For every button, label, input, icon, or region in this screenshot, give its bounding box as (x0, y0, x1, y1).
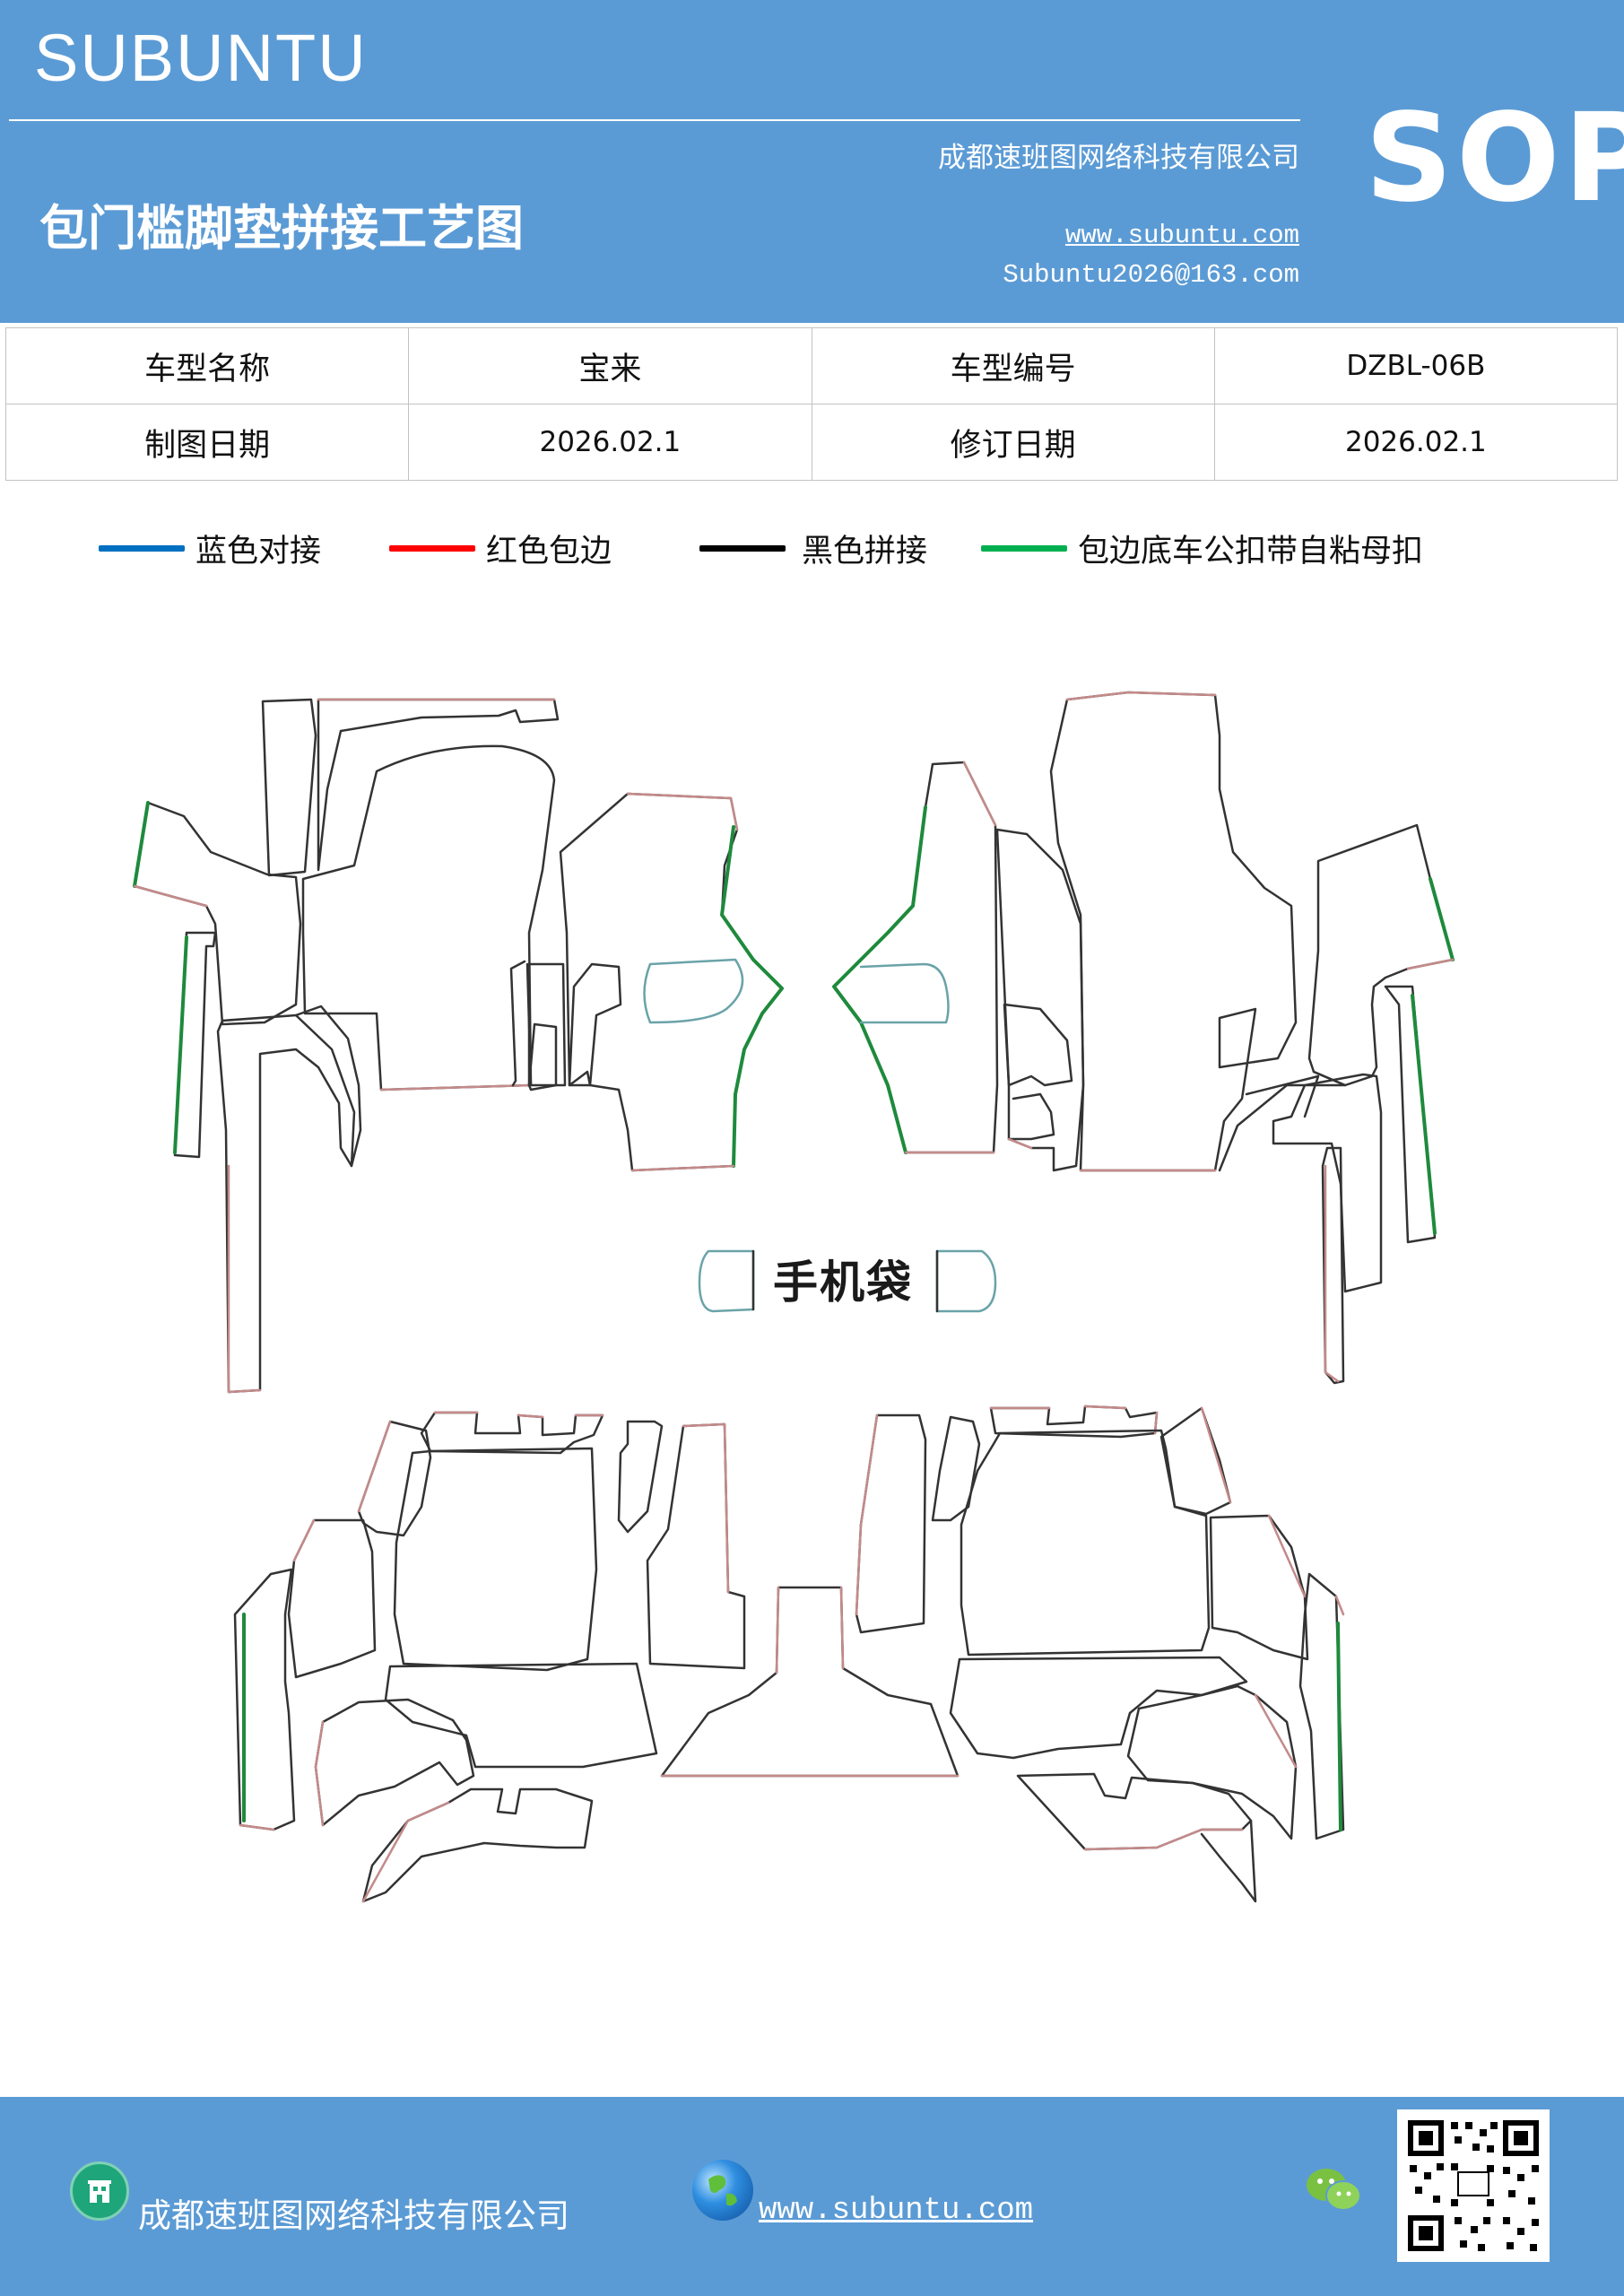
footer-website-link[interactable]: www.subuntu.com (759, 2194, 1034, 2228)
document-title: 包门槛脚垫拼接工艺图 (39, 200, 524, 257)
qr-code (1397, 2109, 1550, 2262)
model-code-value: DZBL-06B (1213, 327, 1619, 404)
draw-date-label: 制图日期 (4, 404, 410, 481)
header-company-name: 成都速班图网络科技有限公司 (938, 142, 1299, 174)
legend-green-label: 包边底车公扣带自粘母扣 (1078, 533, 1424, 570)
legend-red-label: 红色包边 (486, 533, 612, 570)
front-left-mat (133, 698, 784, 1394)
legend-black-swatch (699, 544, 786, 552)
rear-left-mat (233, 1411, 746, 1903)
header-email[interactable]: Subuntu2026@163.com (1003, 260, 1299, 290)
legend-blue: 蓝色对接 (99, 526, 321, 570)
table-row: 车型名称 宝来 车型编号 DZBL-06B (4, 327, 1619, 404)
rear-right-mat (855, 1405, 1345, 1903)
header-website-link[interactable]: www.subuntu.com (1064, 221, 1299, 250)
legend-red: 红色包边 (389, 526, 612, 570)
table-row: 制图日期 2026.02.1 修订日期 2026.02.1 (4, 404, 1619, 481)
vehicle-info-table: 车型名称 宝来 车型编号 DZBL-06B 制图日期 2026.02.1 修订日… (4, 327, 1619, 481)
brand-logo-text: SUBUNTU (34, 21, 368, 95)
sop-badge: SOP (1365, 88, 1624, 230)
model-code-label: 车型编号 (811, 327, 1215, 404)
revision-date-value: 2026.02.1 (1213, 404, 1619, 481)
front-right-mat (832, 691, 1455, 1385)
phone-bag-label: 手机袋 (773, 1257, 913, 1309)
legend-green: 包边底车公扣带自粘母扣 (981, 526, 1423, 570)
legend-black-label: 黑色拼接 (802, 533, 928, 570)
wechat-icon[interactable] (1302, 2163, 1367, 2217)
legend-green-swatch (981, 544, 1067, 552)
draw-date-value: 2026.02.1 (408, 404, 812, 481)
building-icon (70, 2161, 129, 2221)
header-divider (9, 119, 1300, 121)
legend-black: 黑色拼接 (699, 526, 927, 570)
footer-company-name: 成都速班图网络科技有限公司 (138, 2196, 569, 2235)
phone-pocket-group (698, 1249, 997, 1313)
model-name-label: 车型名称 (4, 327, 410, 404)
floor-mat-diagram (133, 691, 1455, 1903)
globe-icon (692, 2160, 753, 2221)
revision-date-label: 修订日期 (811, 404, 1215, 481)
legend-blue-swatch (99, 544, 185, 552)
center-tunnel-mat (660, 1586, 960, 1778)
model-name-value: 宝来 (408, 327, 812, 404)
legend-blue-label: 蓝色对接 (195, 533, 322, 570)
legend-red-swatch (389, 544, 475, 552)
header-banner: SUBUNTU 包门槛脚垫拼接工艺图 成都速班图网络科技有限公司 www.sub… (0, 0, 1624, 323)
